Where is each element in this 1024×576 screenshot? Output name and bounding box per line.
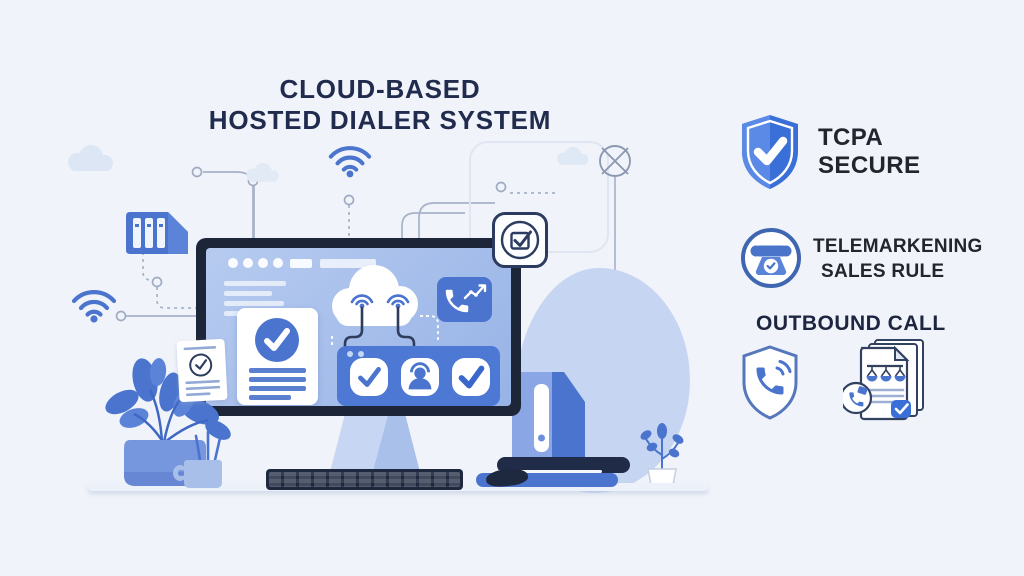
checkmark-icon bbox=[358, 367, 381, 387]
agent-icon bbox=[408, 362, 432, 390]
small-plant bbox=[640, 423, 684, 491]
checkmark-icon bbox=[458, 365, 485, 389]
shield-phone-icon bbox=[742, 345, 798, 420]
outbound-call-heading: OUTBOUND CALL bbox=[756, 312, 946, 335]
card-text-line bbox=[249, 395, 291, 400]
cloud-decoration-3 bbox=[557, 146, 589, 165]
book-page-edge bbox=[492, 470, 602, 473]
scales-of-justice-glyph bbox=[866, 366, 906, 377]
legal-documents-icon bbox=[843, 339, 924, 421]
checklist-card bbox=[237, 308, 318, 405]
check-tile bbox=[350, 358, 388, 396]
page-title: CLOUD-BASED HOSTED DIALER SYSTEM bbox=[205, 74, 555, 136]
pc-tower bbox=[512, 372, 585, 464]
monitor-screen bbox=[206, 248, 511, 406]
checkmark-circle-icon bbox=[255, 318, 299, 362]
screen-dot bbox=[258, 258, 268, 268]
tcpa-label: TCPA SECURE bbox=[818, 124, 920, 180]
document-check-glyph bbox=[183, 345, 221, 397]
tsr-line-1: TELEMARKENING bbox=[813, 236, 983, 257]
cloud-decoration-1 bbox=[68, 145, 113, 171]
document-check-icon bbox=[176, 338, 228, 403]
binder-icon bbox=[126, 212, 188, 254]
keyboard bbox=[266, 469, 463, 490]
shield-check-icon bbox=[742, 115, 798, 189]
tcpa-line-2: SECURE bbox=[818, 152, 921, 179]
signal-icon bbox=[350, 294, 410, 306]
checkbox-badge-icon bbox=[492, 212, 548, 268]
tsr-line-2: SALES RULE bbox=[821, 261, 945, 282]
panel-dot bbox=[358, 351, 364, 357]
telephone-circle-icon bbox=[741, 228, 801, 288]
screen-dot bbox=[273, 258, 283, 268]
status-panel bbox=[337, 346, 500, 406]
phone-chart-glyph bbox=[445, 284, 487, 313]
card-text-line bbox=[249, 368, 306, 373]
screen-text-line bbox=[224, 291, 272, 296]
card-text-line bbox=[249, 377, 306, 382]
crossed-circle-icon bbox=[599, 145, 631, 177]
cloud-icon bbox=[331, 265, 439, 350]
screen-dot bbox=[243, 258, 253, 268]
screen-toolbar-bar bbox=[320, 259, 376, 268]
potted-plant bbox=[105, 358, 231, 486]
monitor bbox=[196, 238, 521, 416]
book bbox=[497, 457, 630, 473]
agent-tile bbox=[401, 358, 439, 396]
screen-text-line bbox=[224, 301, 284, 306]
tcpa-line-1: TCPA bbox=[818, 124, 884, 151]
monitor-stand bbox=[330, 416, 420, 472]
keyboard-keys bbox=[269, 472, 460, 487]
panel-dot bbox=[347, 351, 353, 357]
screen-text-line bbox=[224, 281, 286, 286]
wifi-icon bbox=[71, 290, 117, 323]
screen-dot bbox=[228, 258, 238, 268]
telemarketing-label: TELEMARKENING SALES RULE bbox=[813, 234, 983, 284]
phone-chart-icon bbox=[437, 277, 492, 322]
title-line-1: CLOUD-BASED bbox=[279, 74, 481, 104]
cloud-decoration-2 bbox=[246, 162, 279, 182]
check-tile bbox=[452, 358, 490, 396]
mug bbox=[173, 460, 222, 488]
title-line-2: HOSTED DIALER SYSTEM bbox=[208, 105, 552, 135]
card-text-line bbox=[249, 386, 306, 391]
pen-cup bbox=[194, 430, 222, 462]
wifi-icon bbox=[328, 146, 372, 178]
checkbox-badge-glyph bbox=[500, 220, 540, 260]
screen-toolbar-bar bbox=[290, 259, 312, 268]
mug-handle bbox=[173, 465, 187, 481]
